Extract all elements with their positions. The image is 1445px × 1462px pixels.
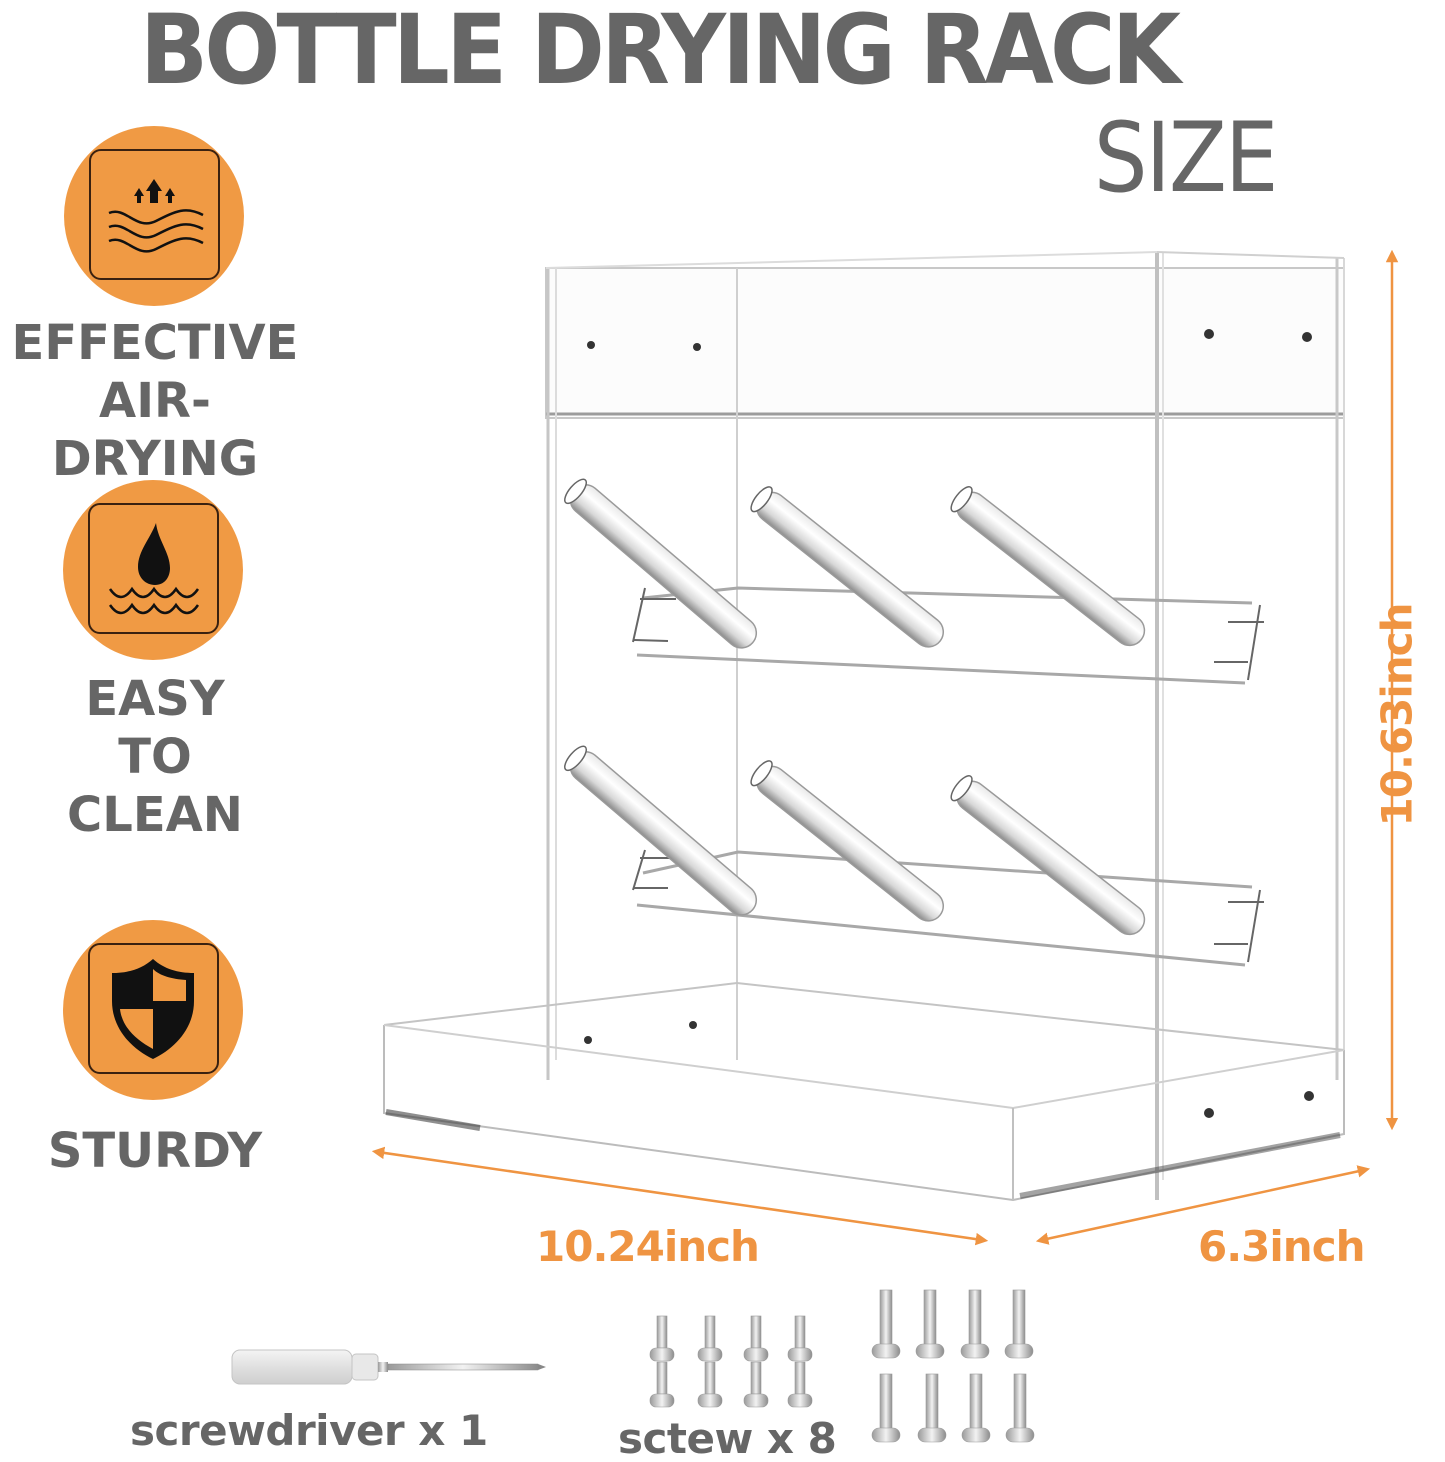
water-drop-icon [88,503,219,634]
screw-label: sctew x 8 [618,1414,837,1462]
page-subtitle: SIZE [1094,102,1279,214]
rack-frame [545,251,1345,1200]
feature-label: EFFECTIVE AIR-DRYING [0,314,310,488]
feature-badge [64,126,244,306]
depth-dimension-label: 6.3inch [1198,1222,1365,1271]
feature-label-line: STURDY [47,1123,263,1179]
feature-label-line: EASY [85,671,225,727]
height-dimension-label: 10.63inch [1372,603,1422,827]
feature-label: STURDY [0,1122,310,1180]
drying-rods [564,478,1146,936]
feature-label: EASY TO CLEAN [0,670,310,844]
page-title: BOTTLE DRYING RACK [140,0,1181,106]
feature-label-line: TO [118,729,192,785]
long-screws [871,1289,1035,1443]
short-screws [649,1315,813,1408]
feature-badge [63,480,243,660]
screw-heads [584,329,1314,1118]
shield-icon [88,943,219,1074]
feature-label-line: EFFECTIVE [11,315,299,371]
width-arrow [371,1146,989,1246]
screwdriver-image [231,1349,546,1385]
dimension-arrows [371,249,1399,1246]
feature-badge [63,920,243,1100]
rail-brackets [632,587,1264,963]
depth-arrow [1035,1165,1371,1245]
feature-label-line: AIR-DRYING [51,373,259,487]
feature-label-line: CLEAN [67,787,243,843]
air-drying-icon [89,149,220,280]
base-tray [383,981,1345,1202]
width-dimension-label: 10.24inch [536,1222,760,1271]
screwdriver-label: screwdriver x 1 [130,1406,488,1455]
